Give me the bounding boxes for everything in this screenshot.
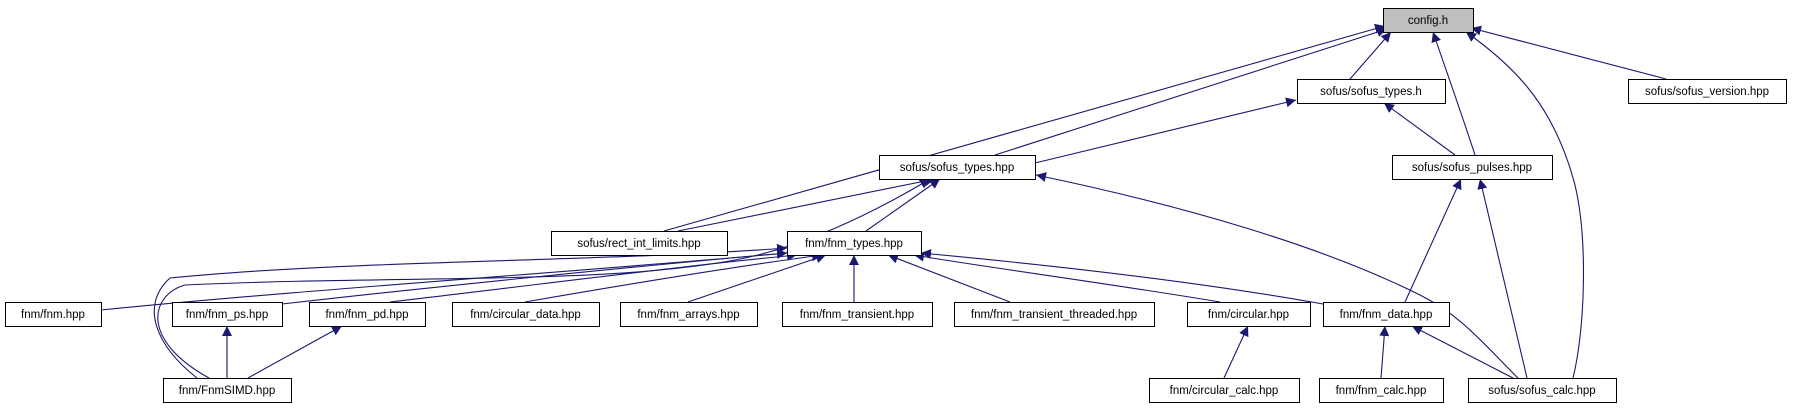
- node-label: fnm/circular_data.hpp: [470, 309, 581, 321]
- node-box: [1383, 8, 1474, 33]
- nodes-layer: config.h sofus/sofus_types.h sofus/sofus_v…: [5, 8, 1787, 403]
- node-fnm-hpp[interactable]: fnm/fnm.hpp: [5, 302, 102, 327]
- node-fnm-calc-hpp[interactable]: fnm/fnm_calc.hpp: [1319, 378, 1444, 403]
- node-box: [1319, 378, 1444, 403]
- node-label: sofus/sofus_types.hpp: [900, 162, 1014, 174]
- edge-FnmSIMD-hpp-to-fnm-pd-hpp: [247, 325, 343, 379]
- edge-sofus-types-hpp-to-sofus-types-h: [1034, 97, 1297, 164]
- node-label: sofus/rect_int_limits.hpp: [577, 238, 700, 250]
- edge-sofus-version-hpp-to-config-h: [1470, 25, 1667, 80]
- node-label: sofus/sofus_pulses.hpp: [1412, 162, 1532, 174]
- node-box: [163, 378, 292, 403]
- edge-FnmSIMD-hpp-to-sofus-types-hpp: [157, 178, 931, 379]
- edge-fnm-transient-threaded-hpp-to-fnm-types-hpp: [887, 253, 1011, 303]
- edges-layer: [100, 23, 1667, 379]
- edge-fnm-data-hpp-to-sofus-pulses-hpp: [1404, 178, 1462, 303]
- node-label: fnm/fnm_ps.hpp: [186, 309, 268, 321]
- edge-fnm-arrays-hpp-to-fnm-types-hpp: [687, 253, 827, 303]
- node-config-h[interactable]: config.h: [1383, 8, 1474, 33]
- node-label: sofus/sofus_version.hpp: [1645, 86, 1769, 98]
- node-fnm-types-hpp[interactable]: fnm/fnm_types.hpp: [787, 231, 922, 256]
- node-box: [1628, 79, 1787, 104]
- node-box: [172, 302, 283, 327]
- edge-circular-hpp-to-fnm-types-hpp: [913, 251, 1221, 303]
- node-label: fnm/fnm_arrays.hpp: [637, 309, 739, 321]
- edge-fnm-pd-hpp-to-fnm-types-hpp: [389, 250, 798, 303]
- edge-circular-calc-hpp-to-circular-hpp: [1223, 325, 1249, 379]
- edge-fnm-hpp-to-fnm-types-hpp: [100, 248, 788, 311]
- node-fnm-pd-hpp[interactable]: fnm/fnm_pd.hpp: [309, 302, 426, 327]
- node-box: [1392, 155, 1553, 180]
- node-label: sofus/sofus_calc.hpp: [1488, 385, 1595, 397]
- node-label: fnm/fnm_types.hpp: [805, 238, 903, 250]
- edge-fnm-ps-hpp-to-fnm-types-hpp: [281, 248, 788, 305]
- node-circular-calc-hpp[interactable]: fnm/circular_calc.hpp: [1149, 378, 1300, 403]
- node-circular-data-hpp[interactable]: fnm/circular_data.hpp: [452, 302, 600, 327]
- node-sofus-types-hpp[interactable]: sofus/sofus_types.hpp: [879, 155, 1036, 180]
- node-box: [620, 302, 758, 327]
- edge-sofus-pulses-hpp-to-sofus-types-h: [1383, 102, 1456, 156]
- edge-rect-int-limits-hpp-to-sofus-types-hpp: [677, 176, 936, 232]
- node-rect-int-limits-hpp[interactable]: sofus/rect_int_limits.hpp: [551, 231, 728, 256]
- node-sofus-types-h[interactable]: sofus/sofus_types.h: [1297, 79, 1446, 104]
- node-box: [787, 231, 922, 256]
- edge-sofus-types-h-to-config-h: [1349, 31, 1392, 80]
- node-box: [1297, 79, 1446, 104]
- node-label: fnm/fnm_transient.hpp: [800, 309, 914, 321]
- edge-sofus-pulses-hpp-to-config-h: [1431, 31, 1476, 156]
- node-FnmSIMD-hpp[interactable]: fnm/FnmSIMD.hpp: [163, 378, 292, 403]
- node-box: [1149, 378, 1300, 403]
- node-label: fnm/circular.hpp: [1208, 309, 1289, 321]
- edge-sofus-types-hpp-to-config-h: [994, 27, 1388, 156]
- node-box: [782, 302, 933, 327]
- edge-rect-int-limits-hpp-to-config-h: [663, 23, 1386, 232]
- node-label: config.h: [1408, 15, 1448, 27]
- edge-fnm-calc-hpp-to-fnm-data-hpp: [1379, 325, 1390, 379]
- node-label: fnm/FnmSIMD.hpp: [179, 385, 276, 397]
- node-label: fnm/fnm_transient_threaded.hpp: [971, 309, 1137, 321]
- edge-fnm-types-hpp-to-sofus-types-hpp: [865, 178, 941, 232]
- node-label: fnm/fnm_calc.hpp: [1336, 385, 1427, 397]
- node-box: [5, 302, 102, 327]
- node-label: sofus/sofus_types.h: [1320, 86, 1422, 98]
- edge-circular-data-hpp-to-fnm-types-hpp: [524, 251, 823, 303]
- node-box: [1187, 302, 1311, 327]
- edge-sofus-calc-hpp-to-sofus-types-hpp: [1035, 172, 1519, 379]
- node-fnm-data-hpp[interactable]: fnm/fnm_data.hpp: [1323, 302, 1450, 327]
- edge-sofus-calc-hpp-to-fnm-data-hpp: [1411, 325, 1514, 379]
- node-fnm-ps-hpp[interactable]: fnm/fnm_ps.hpp: [172, 302, 283, 327]
- node-circular-hpp[interactable]: fnm/circular.hpp: [1187, 302, 1311, 327]
- edge-sofus-calc-hpp-to-config-h: [1465, 31, 1585, 379]
- node-box: [452, 302, 600, 327]
- node-box: [1468, 378, 1617, 403]
- node-box: [1323, 302, 1450, 327]
- node-label: fnm/fnm.hpp: [21, 309, 85, 321]
- node-sofus-calc-hpp[interactable]: sofus/sofus_calc.hpp: [1468, 378, 1617, 403]
- node-label: fnm/fnm_pd.hpp: [325, 309, 408, 321]
- edge-fnm-data-hpp-to-fnm-types-hpp: [920, 248, 1324, 305]
- node-fnm-transient-hpp[interactable]: fnm/fnm_transient.hpp: [782, 302, 933, 327]
- node-box: [879, 155, 1036, 180]
- node-box: [954, 302, 1155, 327]
- node-fnm-transient-threaded-hpp[interactable]: fnm/fnm_transient_threaded.hpp: [954, 302, 1155, 327]
- node-box: [309, 302, 426, 327]
- node-label: fnm/fnm_data.hpp: [1340, 309, 1433, 321]
- node-label: fnm/circular_calc.hpp: [1170, 385, 1279, 397]
- edge-sofus-calc-hpp-to-sofus-pulses-hpp: [1477, 178, 1528, 379]
- node-sofus-pulses-hpp[interactable]: sofus/sofus_pulses.hpp: [1392, 155, 1553, 180]
- node-fnm-arrays-hpp[interactable]: fnm/fnm_arrays.hpp: [620, 302, 758, 327]
- node-box: [551, 231, 728, 256]
- node-sofus-version-hpp[interactable]: sofus/sofus_version.hpp: [1628, 79, 1787, 104]
